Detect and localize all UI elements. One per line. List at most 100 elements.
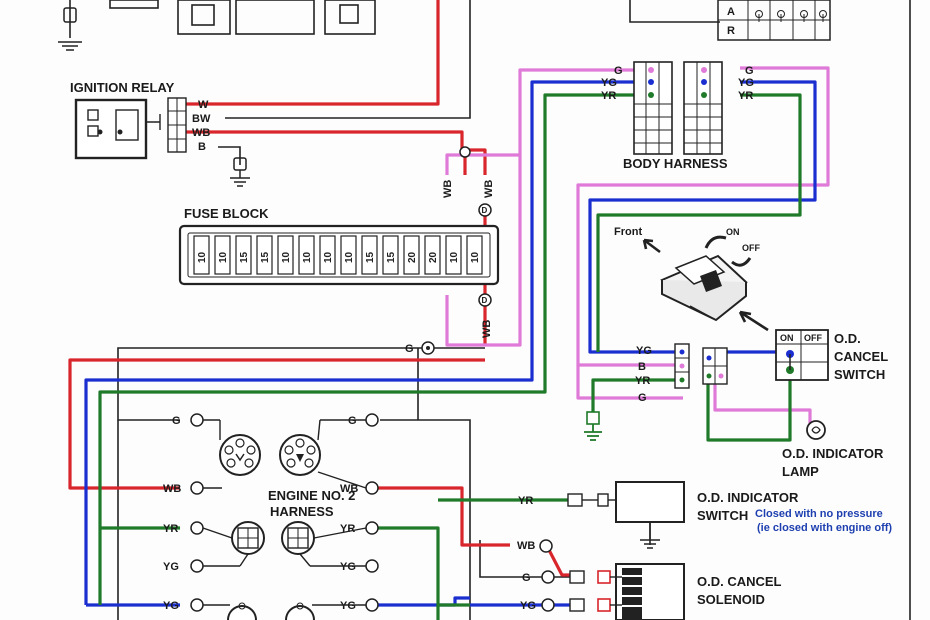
ignition-relay — [74, 98, 161, 160]
od-cancel-solenoid-title-2: SOLENOID — [697, 592, 765, 607]
engine-connector-right-round — [279, 434, 321, 476]
cancel-table-off: OFF — [804, 333, 822, 343]
fuse-rating: 10 — [197, 251, 208, 263]
solenoid-wb-pin — [539, 539, 553, 553]
cancel-wire-yr: YR — [635, 375, 650, 387]
fuse-rating: 10 — [302, 251, 313, 263]
fuse-rating: 15 — [260, 251, 271, 263]
bh-left-yg: YG — [601, 77, 617, 89]
top-left-ground-icon — [58, 7, 82, 51]
indicator-switch-note-2: (ie closed with engine off) — [757, 522, 892, 534]
eng-left-yr: YR — [163, 523, 178, 535]
switch-pointer-arrow-icon — [738, 310, 769, 332]
svg-text:D: D — [482, 296, 488, 305]
eng-left-yg-1: YG — [163, 561, 179, 573]
eng-right-yg-2: YG — [340, 600, 356, 612]
trunk-label-wb-1: WB — [442, 180, 454, 198]
switch-off-label: OFF — [742, 243, 760, 253]
fuse: 10 — [298, 235, 315, 275]
od-cancel-switch-table — [775, 329, 829, 381]
engine-pin-leads — [202, 419, 367, 606]
od-indicator-lamp-symbol — [806, 420, 826, 440]
od-cancel-solenoid-title-1: O.D. CANCEL — [697, 574, 782, 589]
relay-pin-w: W — [198, 99, 209, 111]
od-cancel-switch-title-3: SWITCH — [834, 367, 885, 382]
eng-right-wb: WB — [340, 483, 358, 495]
body-harness-title: BODY HARNESS — [623, 156, 728, 171]
indicator-switch-wire-yr: YR — [518, 495, 533, 507]
od-indicator-switch-symbol — [567, 481, 685, 549]
cancel-ground-icon — [584, 411, 602, 441]
fuse-rating: 15 — [386, 251, 397, 263]
svg-text:D: D — [482, 206, 488, 215]
eng-left-wb: WB — [163, 483, 181, 495]
fuse-rating: 10 — [344, 251, 355, 263]
fuse-rating: 10 — [449, 251, 460, 263]
fuse: 15 — [235, 235, 252, 275]
trunk-label-wb-2: WB — [483, 180, 495, 198]
relay-row-a: A — [727, 6, 735, 18]
eng-left-g: G — [172, 415, 181, 427]
fuse: 20 — [403, 235, 420, 275]
engine-harness-title-2: HARNESS — [270, 504, 334, 519]
fuse: 10 — [319, 235, 336, 275]
relay-row-r: R — [727, 25, 735, 37]
bh-right-g: G — [745, 65, 754, 77]
od-cancel-switch-title-1: O.D. — [834, 331, 861, 346]
relay-ground-icon — [230, 157, 250, 187]
fuse: 10 — [214, 235, 231, 275]
fuse: 10 — [277, 235, 294, 275]
engine-harness-title-1: ENGINE NO. 2 — [268, 488, 355, 503]
od-cancel-switch-title-2: CANCEL — [834, 349, 888, 364]
front-arrow-icon — [642, 238, 661, 254]
od-switch-illustration — [660, 254, 748, 322]
cancel-switch-connector-right — [702, 347, 728, 385]
cancel-table-on: ON — [780, 333, 794, 343]
cancel-switch-connector-left — [674, 343, 690, 389]
relay-pin-wb: WB — [192, 127, 210, 139]
relay-pin-b: B — [198, 141, 206, 153]
fuse: 10 — [340, 235, 357, 275]
od-indicator-switch-title-2: SWITCH — [697, 508, 748, 523]
fuse-block-title: FUSE BLOCK — [184, 206, 269, 221]
cancel-wire-yg: YG — [636, 345, 652, 357]
top-components — [109, 0, 376, 35]
trunk-label-g: G — [405, 343, 414, 355]
solenoid-wire-wb: WB — [517, 540, 535, 552]
indicator-switch-note-1: Closed with no pressure — [755, 508, 883, 520]
trunk-label-wb-3: WB — [481, 320, 493, 338]
fuse: 15 — [256, 235, 273, 275]
cancel-wire-b: B — [638, 361, 646, 373]
eng-right-yg-1: YG — [340, 561, 356, 573]
bh-left-g: G — [614, 65, 623, 77]
trunk-g-connector — [421, 341, 435, 355]
fuse-row: 10 10 15 15 10 10 10 10 15 15 20 20 10 10 — [193, 235, 483, 275]
eng-right-g: G — [348, 415, 357, 427]
black-wires — [69, 0, 911, 620]
bh-right-yg: YG — [738, 77, 754, 89]
switch-on-label: ON — [726, 227, 740, 237]
fuse-rating: 10 — [281, 251, 292, 263]
body-harness-right — [683, 61, 723, 155]
fuse-rating: 10 — [323, 251, 334, 263]
engine-connector-left-round — [219, 434, 261, 476]
fuse: 10 — [445, 235, 462, 275]
fuse-rating: 15 — [239, 251, 250, 263]
fuse-rating: 15 — [365, 251, 376, 263]
fuse-rating: 10 — [470, 251, 481, 263]
od-cancel-solenoid-symbol — [569, 563, 685, 620]
green-wires — [98, 93, 802, 620]
engine-right-pins: G WB YR YG YG — [340, 413, 379, 612]
pink-wires — [445, 66, 830, 428]
fuse-rating: 20 — [407, 251, 418, 263]
fuse: 10 — [466, 235, 483, 275]
relay-pin-bw: BW — [192, 113, 211, 125]
solenoid-g-pin — [541, 570, 555, 584]
eng-left-yg-2: YG — [163, 600, 179, 612]
od-indicator-lamp-title-2: LAMP — [782, 464, 819, 479]
fuse: 15 — [382, 235, 399, 275]
fuse: 20 — [424, 235, 441, 275]
bh-right-yr: YR — [738, 90, 753, 102]
